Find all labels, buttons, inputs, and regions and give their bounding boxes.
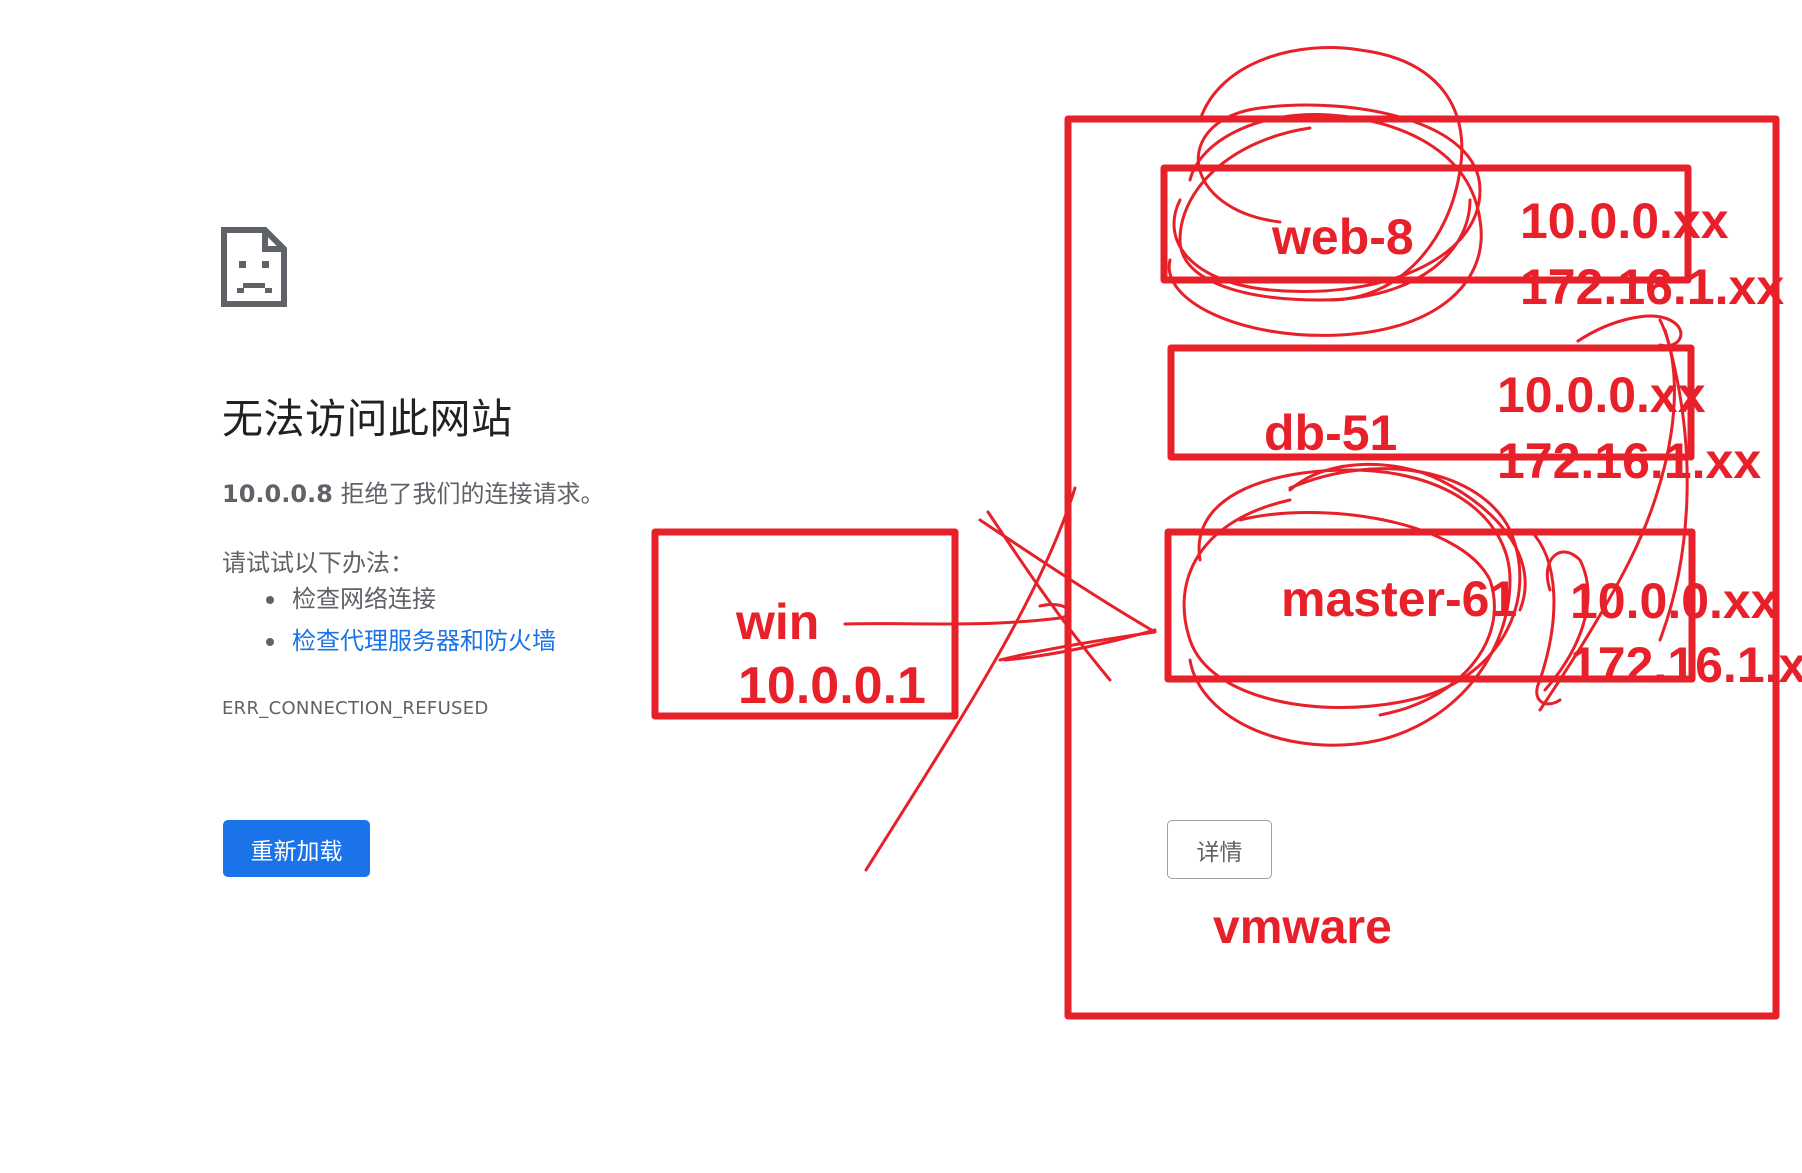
web-ip1-label: 10.0.0.xx [1520,193,1729,249]
details-button[interactable]: 详情 [1167,820,1272,879]
suggest-heading: 请试试以下办法： [222,549,414,577]
host-address: 10.0.0.8 [222,480,333,508]
suggestion-check-proxy-firewall[interactable]: 检查代理服务器和防火墙 [262,624,556,666]
db-ip1-label: 10.0.0.xx [1497,367,1706,423]
web-ip2-label: 172.16.1.xx [1520,259,1785,315]
win-ip-label: 10.0.0.1 [738,657,926,715]
error-code: ERR_CONNECTION_REFUSED [222,698,489,719]
suggestion-label: 检查网络连接 [292,585,436,613]
proxy-firewall-link[interactable]: 检查代理服务器和防火墙 [292,627,556,655]
detail-text: 拒绝了我们的连接请求。 [332,480,605,508]
db-ip2-label: 172.16.1.xx [1497,433,1762,489]
win-name-label: win [736,594,820,650]
bullet-icon [266,596,274,604]
sad-document-icon [221,227,287,307]
web-name-label: web-8 [1272,209,1414,265]
page-title: 无法访问此网站 [222,395,513,443]
suggestion-check-network: 检查网络连接 [262,582,556,624]
error-detail: 10.0.0.8 拒绝了我们的连接请求。 [222,474,605,509]
reload-button[interactable]: 重新加载 [223,820,370,877]
master-ip1-label: 10.0.0.xx [1570,573,1779,629]
master-name-label: master-61 [1281,571,1518,627]
bullet-icon [266,638,274,646]
suggestion-list: 检查网络连接 检查代理服务器和防火墙 [262,582,556,666]
vmware-label: vmware [1213,901,1392,954]
master-ip2-label: 172.16.1.x [1570,637,1802,693]
db-name-label: db-51 [1264,405,1398,461]
